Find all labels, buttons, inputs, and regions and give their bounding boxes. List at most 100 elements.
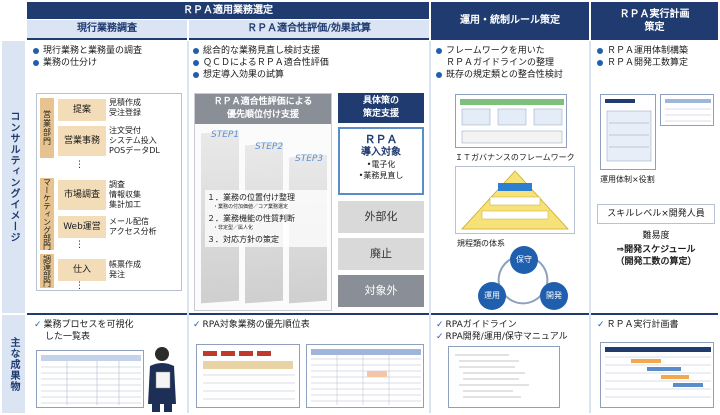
priority-panel: ＲＰＡ適合性評価による 優先順位付け支援 STEP1 STEP2 STEP3 １… <box>194 93 332 311</box>
step-items: １．業務の位置付け整理 ・業務の付加価値／コア業務選定 ２．業務機能の性質判断 … <box>205 190 329 247</box>
header-execution-plan-line2: 策定 <box>644 22 665 33</box>
process-list-thumbnail <box>36 350 144 408</box>
rules-caption: 規程類の体系 <box>457 239 505 248</box>
task: 受注登録 <box>109 108 141 117</box>
header-rule-definition: 運用・統制ルール策定 <box>431 2 589 40</box>
col-divider-3 <box>589 41 591 413</box>
skill-title: スキルレベル×開発人員 <box>597 204 715 224</box>
col1-bullet: 業務の仕分け <box>33 57 183 69</box>
cycle-maintenance: 保守 <box>510 246 538 274</box>
table-icon <box>311 349 421 405</box>
item-purchasing: 仕入 <box>58 259 106 281</box>
priority-title-line1: ＲＰＡ適合性評価による <box>213 97 313 107</box>
header-execution-plan-line1: ＲＰＡ実行計画 <box>619 9 690 20</box>
tasks-market-research: 調査 情報収集 集計加工 <box>109 180 141 210</box>
header-current-survey: 現行業務調査 <box>27 20 187 40</box>
dots: ⋮ <box>75 160 84 170</box>
schedule-line1: ⇒開発スケジュール <box>616 245 696 255</box>
task: 帳票作成 <box>109 260 141 269</box>
col4-deliverable: ＲＰＡ実行計画書 <box>597 319 717 331</box>
task: 見積作成 <box>109 98 141 107</box>
tasks-purchasing: 帳票作成 発注 <box>109 260 141 280</box>
col4-bullets: ＲＰＡ運用体制構築 ＲＰＡ開発工数算定 <box>597 45 717 69</box>
matrix-icon <box>203 351 295 400</box>
col-divider-1 <box>187 41 189 413</box>
schedule-line2: （開発工数の算定） <box>615 257 697 267</box>
option-outsource: 外部化 <box>338 201 424 233</box>
task: POSデータDL <box>109 146 160 155</box>
option-abolish: 廃止 <box>338 238 424 270</box>
org-thumbnail-2 <box>660 94 714 126</box>
document-icon <box>455 354 529 398</box>
col1-deliverable-line2: した一覧表 <box>45 332 91 342</box>
col1-deliverable: 業務プロセスを可視化 した一覧表 <box>34 319 184 343</box>
item-sales-office: 営業事務 <box>58 126 106 156</box>
cycle-development: 開発 <box>540 282 568 310</box>
pyramid-icon <box>461 170 569 230</box>
col1-bullet: 現行業務と業務量の調査 <box>33 45 183 57</box>
measures-title-line2: 策定支援 <box>362 109 399 119</box>
org-chart-icon <box>605 99 652 162</box>
business-classification-table: 営業部門 提案 見積作成 受注登録 営業事務 注文受付 システム投入 POSデー… <box>36 93 182 291</box>
rpa-target-box: ＲＰＡ 導入対象 •電子化 •業務見直し <box>338 127 424 195</box>
measures-title-line1: 具体策の <box>362 96 399 106</box>
difficulty-label: 難易度 <box>642 231 670 241</box>
col2-bullet: ＱＣＤによるＲＰＡ適合性評価 <box>193 57 427 69</box>
task: 注文受付 <box>109 126 141 135</box>
step-item-1-title: １．業務の位置付け整理 <box>207 193 295 202</box>
tasks-proposal: 見積作成 受注登録 <box>109 98 141 118</box>
item-web-operation: Web運営 <box>58 216 106 238</box>
schedule-box: ⇒開発スケジュール （開発工数の算定） <box>597 244 715 268</box>
org-caption: 運用体制×役割 <box>600 175 655 184</box>
step-item-1-sub: ・業務の付加価値／コア業務選定 <box>213 204 289 210</box>
org-thumbnail-1 <box>600 94 656 170</box>
step2-label: STEP2 <box>255 142 284 152</box>
row-label-consulting: コンサルティングイメージ <box>2 41 25 313</box>
col2-deliverable: RPA対象業務の優先順位表 <box>193 319 427 331</box>
task: アクセス分析 <box>109 227 157 236</box>
col-divider-2 <box>429 41 431 413</box>
task: 情報収集 <box>109 190 141 199</box>
step-item-3-title: ３．対応方針の策定 <box>207 235 279 244</box>
col4-bullet: ＲＰＡ運用体制構築 <box>597 45 717 57</box>
step1-label: STEP1 <box>211 130 240 140</box>
tasks-web-operation: メール配信 アクセス分析 <box>109 217 157 237</box>
priority-title-line2: 優先順位付け支援 <box>226 110 299 120</box>
step-item-2-sub: ・非定型／属人化 <box>213 225 254 231</box>
item-proposal: 提案 <box>58 99 106 121</box>
col4-bullet: ＲＰＡ開発工数算定 <box>597 57 717 69</box>
priority-table-thumbnail-2 <box>306 344 424 408</box>
step-item-2-title: ２．業務機能の性質判断 <box>207 214 295 223</box>
task: 調査 <box>109 180 125 189</box>
gantt-icon <box>605 347 711 398</box>
priority-panel-title: ＲＰＡ適合性評価による 優先順位付け支援 <box>195 94 331 124</box>
col2-bullet: 総合的な業務見直し検討支援 <box>193 45 427 57</box>
cycle-operation: 運用 <box>478 282 506 310</box>
col2-bullet: 想定導入効果の試算 <box>193 69 427 81</box>
col1-bullets: 現行業務と業務量の調査 業務の仕分け <box>33 45 183 69</box>
task: システム投入 <box>109 136 157 145</box>
plan-thumbnail <box>600 342 714 408</box>
dept-sales: 営業部門 <box>40 98 54 158</box>
col3-deliverable: RPA開発/運用/保守マニュアル <box>436 331 588 343</box>
role-table-icon <box>665 99 711 122</box>
task: 発注 <box>109 270 125 279</box>
item-market-research: 市場調査 <box>58 180 106 210</box>
col2-bullets: 総合的な業務見直し検討支援 ＱＣＤによるＲＰＡ適合性評価 想定導入効果の試算 <box>193 45 427 81</box>
business-person-icon <box>148 347 176 412</box>
dept-procurement: 調達部門 <box>40 254 54 288</box>
dept-marketing: マーケティング部門 <box>40 178 54 250</box>
row-divider <box>27 313 718 315</box>
rpa-target-item: •業務見直し <box>358 171 404 180</box>
dots: ⋮ <box>75 281 84 291</box>
col1-deliverable-line1: 業務プロセスを可視化 <box>34 319 184 331</box>
header-execution-plan: ＲＰＡ実行計画 策定 <box>591 2 718 40</box>
priority-table-thumbnail-1 <box>196 344 300 408</box>
rpa-target-line2: 導入対象 <box>361 147 401 158</box>
spreadsheet-icon <box>41 355 141 405</box>
step3-label: STEP3 <box>295 154 324 164</box>
framework-caption: ＩＴガバナンスのフレームワーク <box>455 153 575 162</box>
col3-deliverables: RPAガイドライン RPA開発/運用/保守マニュアル <box>436 319 588 343</box>
